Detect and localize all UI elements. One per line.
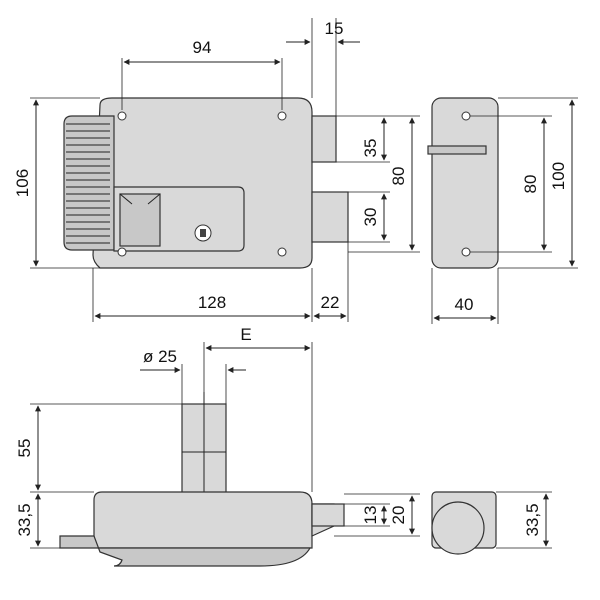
grip-lip bbox=[59, 535, 312, 567]
dim-80-side: 80 bbox=[521, 175, 540, 194]
screw-hole-top-right bbox=[277, 111, 287, 121]
side-dimensions: 80 100 40 bbox=[431, 97, 578, 324]
dim-33-5-left: 33,5 bbox=[15, 503, 34, 536]
dim-13: 13 bbox=[361, 506, 380, 525]
side-view bbox=[427, 97, 499, 269]
dim-20: 20 bbox=[389, 506, 408, 525]
cylinder-end bbox=[431, 501, 485, 555]
bottom-view bbox=[59, 392, 345, 567]
bolt-plate bbox=[427, 145, 487, 155]
end-dimensions: 33,5 bbox=[496, 491, 552, 549]
end-view bbox=[431, 491, 497, 555]
screw-hole-top-left bbox=[117, 111, 127, 121]
dim-22: 22 bbox=[321, 293, 340, 312]
push-button bbox=[119, 193, 161, 247]
dim-15: 15 bbox=[325, 19, 344, 38]
dim-106: 106 bbox=[13, 169, 32, 197]
lock-body-bottom bbox=[93, 491, 313, 549]
dim-55: 55 bbox=[15, 439, 34, 458]
dim-E: E bbox=[240, 325, 251, 344]
dim-40: 40 bbox=[455, 295, 474, 314]
screw-hole-bottom-right bbox=[277, 247, 287, 257]
deadbolt bbox=[311, 115, 337, 163]
ribbed-grip bbox=[63, 115, 115, 251]
dim-diameter-25: ø 25 bbox=[143, 347, 177, 366]
keyhole-icon bbox=[200, 229, 206, 237]
bolt-profile bbox=[311, 503, 345, 527]
grip-ribs bbox=[66, 123, 110, 244]
latch-bolt bbox=[311, 191, 349, 243]
dim-35: 35 bbox=[361, 139, 380, 158]
side-screw-bottom bbox=[461, 247, 471, 257]
front-view bbox=[63, 97, 349, 269]
dim-128: 128 bbox=[198, 293, 226, 312]
dim-80-front: 80 bbox=[389, 167, 408, 186]
front-dimensions: 94 15 106 35 30 80 128 22 bbox=[13, 18, 420, 322]
side-screw-top bbox=[461, 111, 471, 121]
dim-30: 30 bbox=[361, 208, 380, 227]
side-body bbox=[431, 97, 499, 269]
bottom-dimensions: E ø 25 55 33,5 13 20 bbox=[15, 325, 420, 549]
dim-94: 94 bbox=[193, 38, 212, 57]
dim-33-5-right: 33,5 bbox=[523, 503, 542, 536]
dim-100: 100 bbox=[549, 162, 568, 190]
screw-hole-bottom-left bbox=[117, 247, 127, 257]
